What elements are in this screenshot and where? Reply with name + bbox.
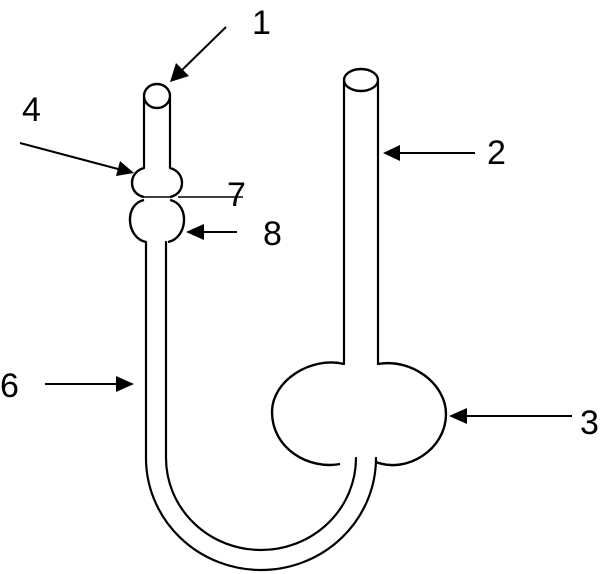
label-4: 4 (22, 91, 41, 129)
left-long-tube (144, 240, 168, 460)
right-tube-opening (342, 67, 380, 93)
label-3-arrow (449, 408, 572, 424)
label-6-arrow (45, 376, 134, 392)
u-bend (144, 456, 378, 572)
left-tube-opening (142, 82, 172, 110)
right-tube (342, 67, 380, 366)
label-2-arrow (383, 145, 475, 161)
large-bulb (270, 361, 448, 467)
label-4-arrow (19, 142, 134, 176)
label-2: 2 (487, 134, 506, 172)
label-3: 3 (580, 404, 599, 442)
label-7: 7 (227, 176, 246, 214)
label-1: 1 (252, 4, 271, 42)
upper-joint-bulb (130, 166, 184, 199)
label-1-arrow (170, 26, 227, 82)
label-8: 8 (263, 215, 282, 253)
lower-joint-bulb (128, 198, 186, 244)
left-tube (142, 82, 172, 170)
label-8-arrow (186, 224, 237, 240)
label-6: 6 (0, 367, 19, 405)
